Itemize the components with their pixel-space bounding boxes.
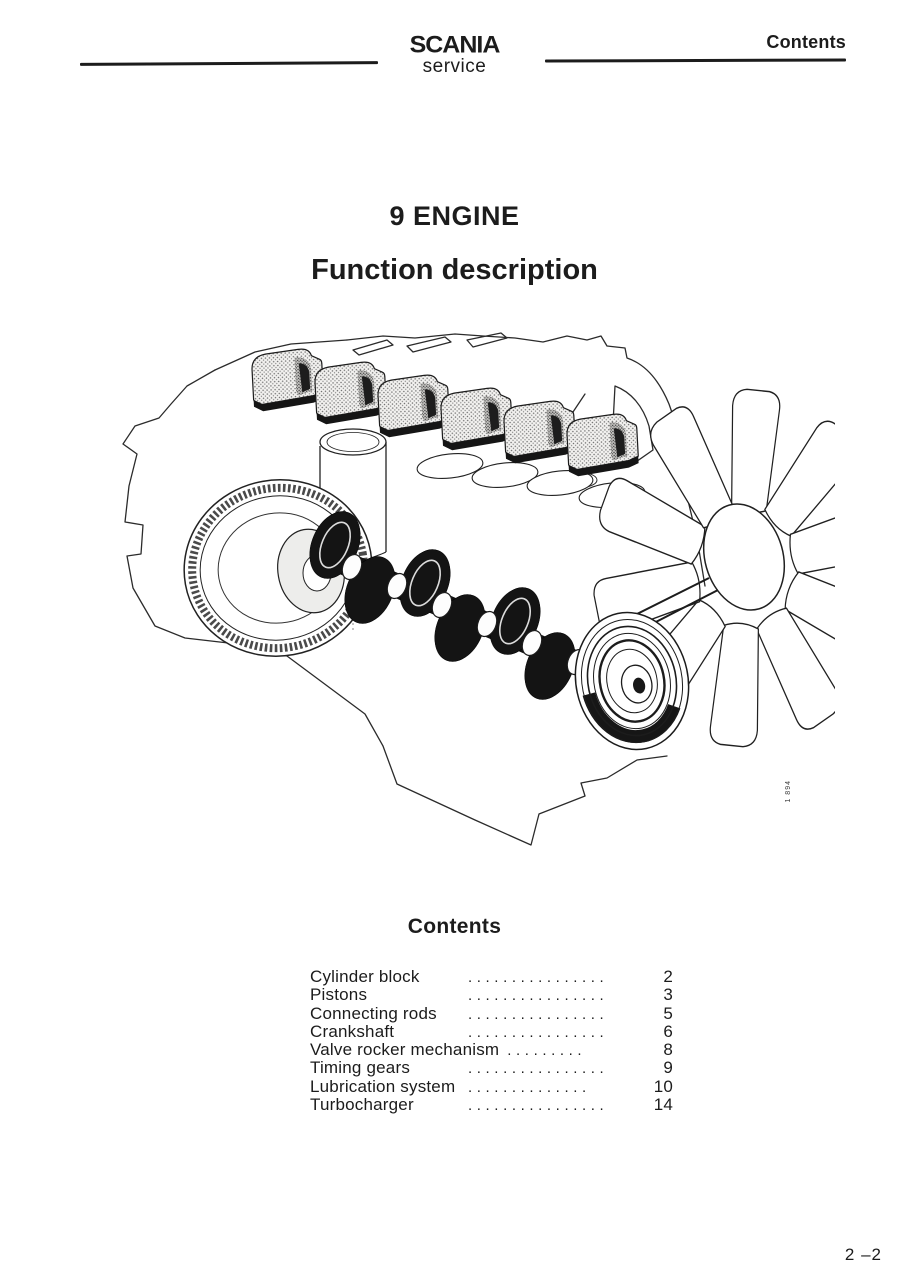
toc-page-number: 14 [653, 1095, 673, 1115]
toc-item-label: Valve rocker mechanism [310, 1040, 500, 1060]
toc-row: Valve rocker mechanism ......... 8 [310, 1040, 673, 1060]
toc-page-number: 2 [663, 967, 673, 986]
toc-page-number: 10 [653, 1076, 673, 1096]
toc-page-number: 9 [663, 1058, 673, 1078]
toc-row: Crankshaft ................ 6 [310, 1021, 673, 1041]
toc-dots: ................ [468, 987, 609, 1005]
toc-item-label: Pistons [310, 985, 368, 1005]
toc-dots: ......... [507, 1042, 587, 1060]
toc-heading: Contents [407, 915, 502, 938]
toc-item-label: Lubrication system [310, 1076, 456, 1096]
toc-row: Connecting rods ................ 5 [310, 1003, 673, 1023]
toc-page-number: 8 [663, 1040, 673, 1060]
toc-page-number: 5 [663, 1003, 673, 1023]
toc-item-label: Timing gears [310, 1058, 411, 1078]
chapter-title: 9 ENGINE [389, 201, 520, 231]
toc-row: Lubrication system .............. 10 [310, 1076, 673, 1096]
toc-item-label: Cylinder block [310, 967, 420, 986]
toc-item-label: Crankshaft [310, 1021, 395, 1041]
toc-row: Timing gears ................ 9 [310, 1058, 673, 1078]
figure-reference-number: 1 894 [785, 780, 792, 803]
header-section-label: Contents [766, 32, 846, 52]
cooling-fan [590, 387, 835, 749]
toc-row: Pistons ................ 3 [310, 985, 673, 1005]
toc-dots: ................ [468, 969, 609, 986]
toc-page-number: 6 [663, 1021, 673, 1041]
toc-dots: ................ [468, 1023, 609, 1041]
crankshaft-pulley [574, 611, 690, 751]
toc-item-label: Connecting rods [310, 1003, 437, 1023]
toc-dots: ................ [468, 1060, 609, 1078]
toc-dots: .............. [468, 1078, 591, 1096]
toc-list: Cylinder block ................ 2 Piston… [310, 967, 673, 1115]
toc-page-number: 3 [663, 985, 673, 1005]
brand-logo: SCANIA [409, 31, 501, 59]
toc-dots: ................ [468, 1005, 609, 1023]
page-number: 2 –2 [844, 1245, 882, 1264]
fan-hub [702, 503, 786, 611]
engine-illustration [122, 332, 835, 846]
toc-row: Cylinder block ................ 2 [310, 967, 673, 986]
brand-subtitle: service [422, 56, 487, 77]
toc-dots: ................ [468, 1097, 609, 1115]
toc-item-label: Turbocharger [310, 1095, 414, 1115]
toc-row: Turbocharger ................ 14 [310, 1095, 673, 1115]
page-subtitle: Function description [311, 254, 598, 286]
